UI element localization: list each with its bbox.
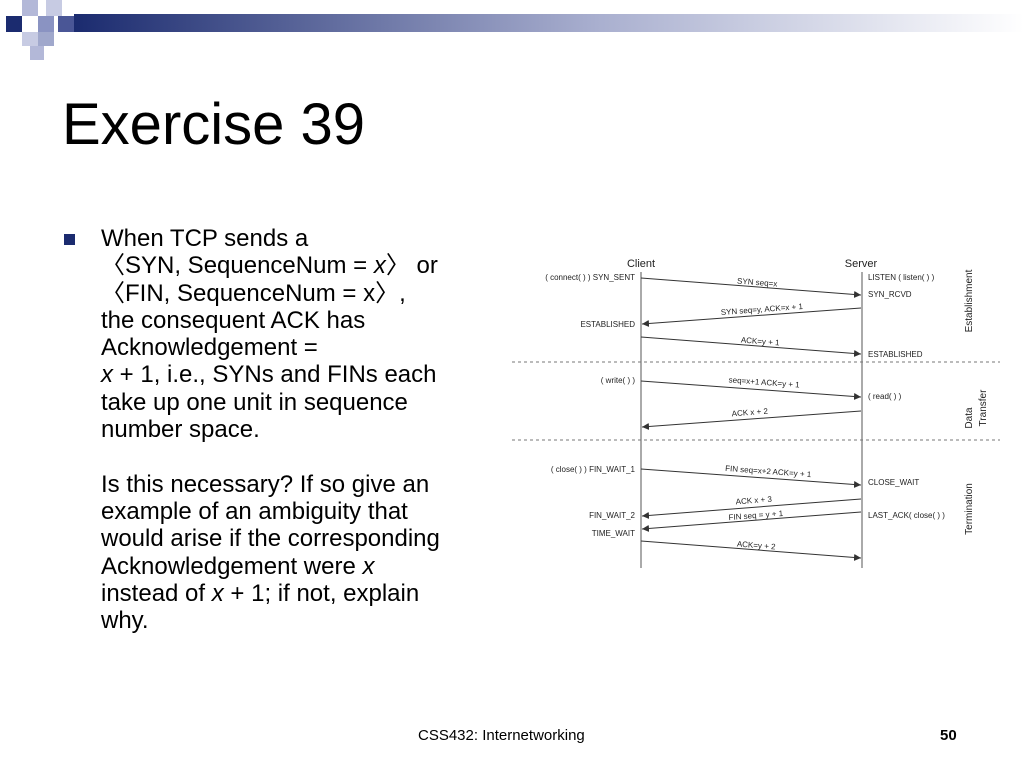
client-state: ( close( ) ) FIN_WAIT_1 [551, 465, 636, 474]
message-label-ack: ACK=y + 1 [741, 336, 781, 348]
client-state: TIME_WAIT [592, 529, 635, 538]
message-arrow-ack [640, 336, 862, 357]
text-line: x + 1, i.e., SYNs and FINs each [101, 361, 437, 389]
slide-title: Exercise 39 [62, 92, 366, 157]
server-state: ( read( ) ) [868, 392, 902, 401]
deco-square [30, 46, 44, 60]
text-line: the consequent ACK has [101, 306, 366, 334]
message-arrow-syn-ack [641, 307, 862, 327]
deco-square [38, 16, 54, 32]
server-state: LAST_ACK( close( ) ) [868, 511, 945, 520]
client-state: ( connect( ) ) SYN_SENT [545, 273, 635, 282]
client-header: Client [627, 258, 655, 270]
server-header: Server [845, 258, 878, 270]
bullet-text: When TCP sends a 〈SYN, SequenceNum = x〉 … [101, 225, 511, 634]
bullet-icon [64, 234, 75, 245]
deco-square [38, 32, 54, 46]
text-line: 〈SYN, SequenceNum = x〉 or [101, 252, 438, 280]
text-line: example of an ambiguity that [101, 497, 408, 525]
phase-label-data: Data [964, 407, 975, 429]
message-label-fin1: FIN seq=x+2 ACK=y + 1 [725, 464, 812, 479]
message-arrow-syn [640, 277, 862, 298]
text-line: Acknowledgement = [101, 334, 318, 362]
message-arrow-ack-fin2 [640, 540, 862, 561]
deco-square [22, 16, 38, 32]
deco-square [22, 32, 38, 46]
text-line: why. [101, 607, 149, 635]
client-state: ( write( ) ) [601, 376, 636, 385]
message-label-ack-fin2: ACK=y + 2 [737, 540, 777, 552]
text-line: would arise if the corresponding [101, 525, 440, 553]
text-line: number space. [101, 416, 260, 444]
message-arrow-ack-fin1 [641, 498, 862, 519]
page-number: 50 [940, 727, 957, 744]
message-label-ack-data: ACK x + 2 [731, 407, 768, 419]
tcp-sequence-diagram: Client Server Establishment Data Transfe… [512, 258, 1000, 568]
text-line: Is this necessary? If so give an [101, 470, 430, 498]
message-label-data: seq=x+1 ACK=y + 1 [728, 375, 800, 389]
text-line: take up one unit in sequence [101, 388, 408, 416]
paragraph-gap [101, 443, 511, 470]
message-label-fin2: FIN seq = y + 1 [728, 509, 784, 522]
server-state: LISTEN ( listen( ) ) [868, 273, 935, 282]
message-arrow-fin1 [640, 468, 862, 488]
header-decoration [6, 0, 1024, 60]
phase-label-transfer: Transfer [978, 389, 989, 427]
deco-square [6, 16, 22, 32]
message-arrow-ack-data [641, 410, 862, 430]
text-line: When TCP sends a [101, 225, 309, 252]
message-arrow-fin2 [641, 511, 862, 532]
server-state: CLOSE_WAIT [868, 478, 919, 487]
phase-label-establishment: Establishment [964, 269, 975, 332]
message-label-syn: SYN seq=x [737, 276, 778, 288]
server-state: SYN_RCVD [868, 290, 912, 299]
text-line: 〈FIN, SequenceNum = x〉, [101, 279, 406, 307]
message-arrow-data [640, 380, 862, 400]
text-line: instead of x + 1; if not, explain [101, 579, 420, 607]
text-line: Acknowledgement were x [101, 552, 375, 580]
server-state: ESTABLISHED [868, 350, 923, 359]
header-gradient-bar [74, 14, 1024, 32]
client-state: FIN_WAIT_2 [589, 511, 635, 520]
phase-label-termination: Termination [964, 483, 975, 535]
deco-square [46, 0, 62, 16]
client-state: ESTABLISHED [580, 320, 635, 329]
deco-square [58, 16, 74, 32]
footer-course: CSS432: Internetworking [418, 727, 585, 744]
message-label-ack-fin1: ACK x + 3 [735, 495, 772, 507]
deco-square [22, 0, 38, 16]
